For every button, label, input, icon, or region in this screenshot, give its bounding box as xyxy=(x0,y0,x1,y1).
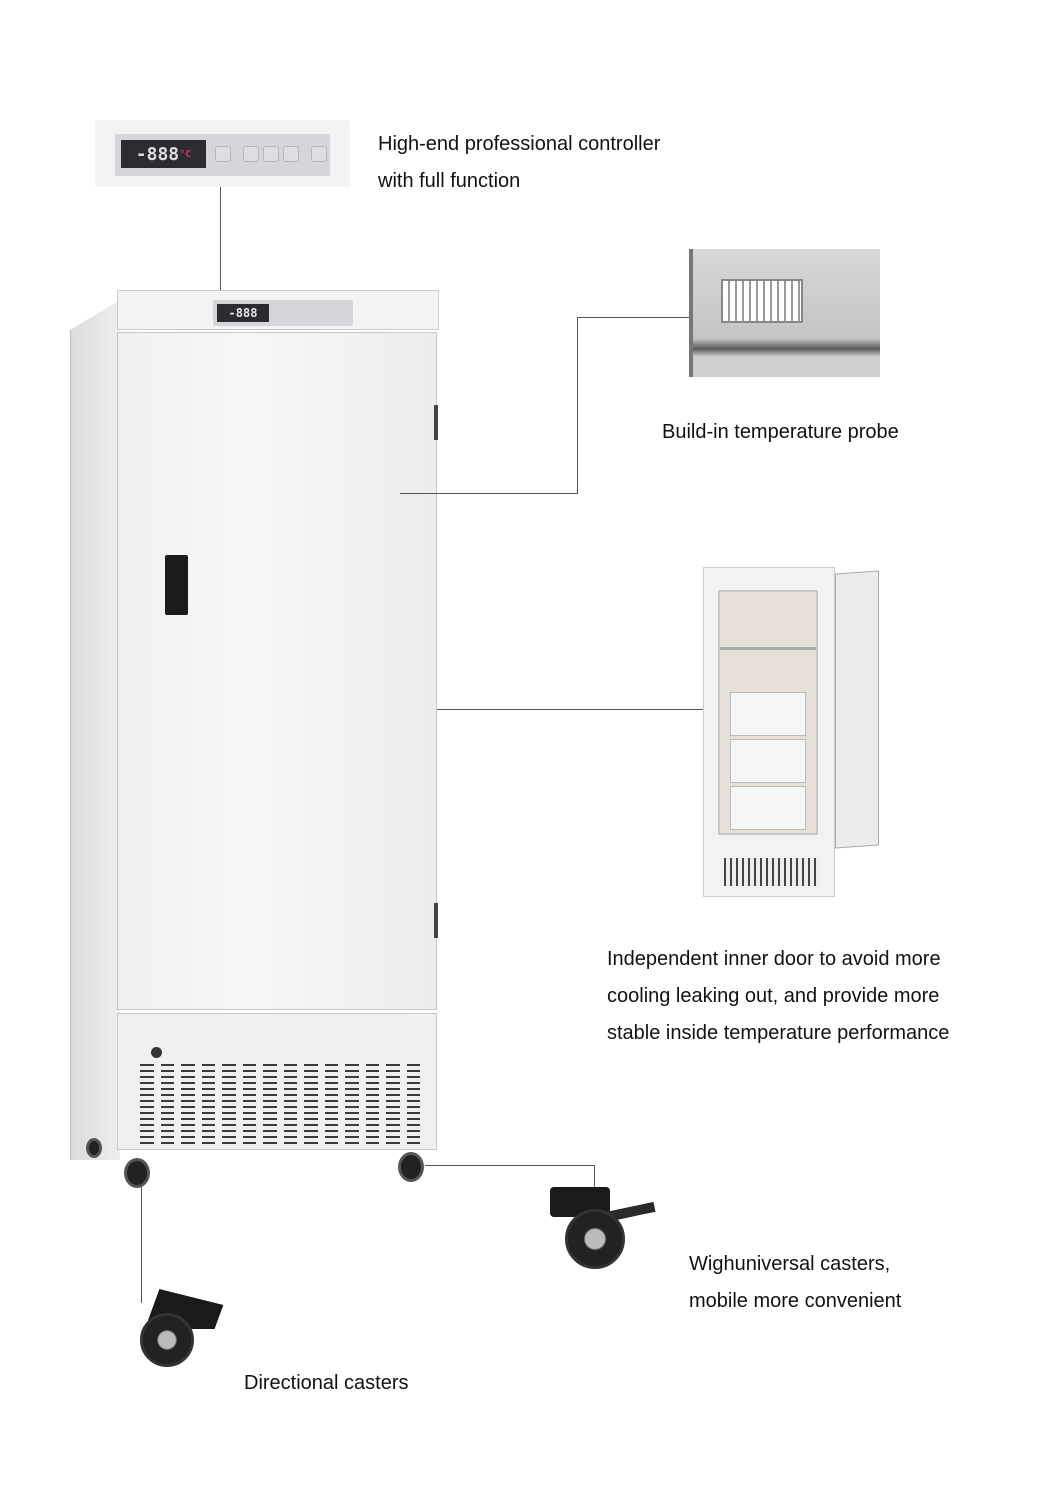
directional-casters-caption: Directional casters xyxy=(244,1365,409,1402)
temperature-display: -888 xyxy=(217,304,269,322)
open-door-panel xyxy=(835,570,879,849)
door-handle xyxy=(165,555,188,615)
shelf xyxy=(720,647,816,650)
leader-line xyxy=(577,317,689,318)
caster-wheel xyxy=(398,1152,424,1182)
caption-line: Build-in temperature probe xyxy=(662,421,899,443)
caster-wheel xyxy=(565,1209,625,1269)
universal-caster-image xyxy=(545,1187,656,1272)
caption-line: cooling leaking out, and provide more xyxy=(607,985,940,1007)
leader-line xyxy=(141,1186,142,1303)
inner-door-caption: Independent inner door to avoid more coo… xyxy=(607,941,949,1052)
controller-closeup-image: -888°C xyxy=(95,120,350,187)
caster-wheel xyxy=(124,1158,150,1188)
probe-vent xyxy=(721,279,803,323)
caster-wheel xyxy=(86,1138,102,1158)
freezer-top-panel: -888 xyxy=(117,290,439,330)
temperature-probe-image xyxy=(689,249,880,377)
leader-line xyxy=(220,187,221,297)
ventilation-grille xyxy=(140,1064,420,1144)
control-panel: -888 xyxy=(213,300,353,326)
door-hinge xyxy=(434,903,438,938)
leader-line xyxy=(400,493,577,494)
up-button xyxy=(263,146,279,162)
control-panel: -888°C xyxy=(115,134,330,176)
freezer-door xyxy=(117,332,438,1010)
door-hinge xyxy=(434,405,438,440)
universal-casters-caption: Wighuniversal casters, mobile more conve… xyxy=(689,1246,901,1320)
caster-wheel xyxy=(140,1313,194,1367)
leader-line xyxy=(437,709,714,710)
directional-caster-image xyxy=(140,1285,225,1370)
leader-line xyxy=(425,1165,594,1166)
caption-line: Directional casters xyxy=(244,1372,409,1394)
caption-line: Independent inner door to avoid more xyxy=(607,948,941,970)
display-unit: °C xyxy=(179,148,192,160)
caption-line: stable inside temperature performance xyxy=(607,1022,950,1044)
probe-caption: Build-in temperature probe xyxy=(662,414,899,451)
caption-line: with full function xyxy=(378,170,521,192)
leader-line xyxy=(577,317,578,494)
display-readout: -888 xyxy=(135,143,180,165)
drawer xyxy=(730,692,806,736)
down-button xyxy=(283,146,299,162)
inner-cabinet xyxy=(718,590,818,835)
caption-line: Wighuniversal casters, xyxy=(689,1253,891,1275)
set-button xyxy=(243,146,259,162)
controller-caption: High-end professional controller with fu… xyxy=(378,126,660,200)
drawer xyxy=(730,739,806,783)
freezer-base xyxy=(117,1013,437,1150)
lock-button xyxy=(311,146,327,162)
open-freezer-image xyxy=(703,567,835,897)
freezer-side xyxy=(70,300,120,1160)
caption-line: High-end professional controller xyxy=(378,133,661,155)
power-button xyxy=(215,146,231,162)
leader-line xyxy=(594,1165,595,1190)
lock-icon xyxy=(151,1047,162,1058)
base-grille xyxy=(724,858,820,886)
caption-line: mobile more convenient xyxy=(689,1290,902,1312)
drawer xyxy=(730,786,806,830)
temperature-display: -888°C xyxy=(121,140,206,168)
